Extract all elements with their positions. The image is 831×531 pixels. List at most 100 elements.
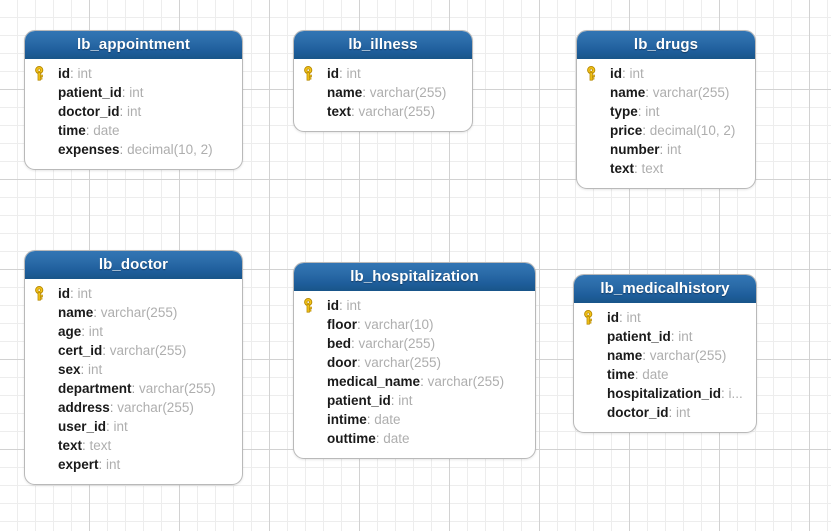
field-separator: : (93, 305, 98, 320)
entity-title-lb_drugs[interactable]: lb_drugs (577, 31, 755, 59)
field-name: name (58, 305, 94, 320)
entity-title-lb_illness[interactable]: lb_illness (294, 31, 472, 59)
field-name: time (58, 123, 86, 138)
field-separator: : (109, 400, 114, 415)
field-separator: : (721, 386, 725, 401)
field-row[interactable]: name: varchar(255) (574, 346, 756, 365)
field-separator: : (668, 405, 673, 420)
field-name: bed (327, 336, 352, 351)
field-type: varchar(255) (354, 336, 436, 351)
field-name: outtime (327, 431, 376, 446)
primary-key-icon (581, 310, 596, 325)
entity-title-lb_medicalhistory[interactable]: lb_medicalhistory (574, 275, 756, 303)
field-type: date (89, 123, 120, 138)
field-row[interactable]: sex: int (25, 360, 242, 379)
field-separator: : (366, 412, 371, 427)
field-type: int (125, 85, 144, 100)
field-name: text (58, 438, 83, 453)
field-type: int (342, 66, 361, 81)
field-row[interactable]: id: int (294, 64, 472, 83)
field-separator: : (390, 393, 395, 408)
field-type: varchar(255) (97, 305, 178, 320)
field-row[interactable]: name: varchar(255) (25, 303, 242, 322)
field-row[interactable]: outtime: date (294, 429, 535, 448)
field-name: intime (327, 412, 367, 427)
field-row[interactable]: patient_id: int (294, 391, 535, 410)
field-row[interactable]: patient_id: int (574, 327, 756, 346)
primary-key-icon (301, 298, 316, 313)
field-name: id (58, 286, 70, 301)
entity-title-lb_hospitalization[interactable]: lb_hospitalization (294, 263, 535, 291)
field-row[interactable]: door: varchar(255) (294, 353, 535, 372)
field-name: id (607, 310, 619, 325)
field-row[interactable]: name: varchar(255) (294, 83, 472, 102)
field-row[interactable]: bed: varchar(255) (294, 334, 535, 353)
field-separator: : (339, 298, 343, 313)
field-row[interactable]: floor: varchar(10) (294, 315, 535, 334)
field-name: address (58, 400, 110, 415)
field-row[interactable]: expert: int (25, 455, 242, 474)
field-row[interactable]: id: int (577, 64, 755, 83)
field-separator: : (119, 142, 124, 157)
field-row[interactable]: type: int (577, 102, 755, 121)
field-row[interactable]: doctor_id: int (574, 403, 756, 422)
field-type: int (73, 286, 92, 301)
field-row[interactable]: text: varchar(255) (294, 102, 472, 121)
field-row[interactable]: expenses: decimal(10, 2) (25, 140, 242, 159)
field-row[interactable]: number: int (577, 140, 755, 159)
field-row[interactable]: age: int (25, 322, 242, 341)
field-row[interactable]: name: varchar(255) (577, 83, 755, 102)
field-row[interactable]: time: date (574, 365, 756, 384)
field-row[interactable]: doctor_id: int (25, 102, 242, 121)
field-separator: : (351, 104, 355, 119)
field-separator: : (121, 85, 126, 100)
field-row[interactable]: text: text (25, 436, 242, 455)
field-type: int (109, 419, 128, 434)
field-type: text (85, 438, 112, 453)
field-row[interactable]: text: text (577, 159, 755, 178)
field-separator: : (642, 123, 647, 138)
field-name: patient_id (58, 85, 122, 100)
field-separator: : (642, 348, 647, 363)
field-name: id (327, 66, 339, 81)
field-type: decimal(10, 2) (123, 142, 213, 157)
field-row[interactable]: id: int (294, 296, 535, 315)
field-type: int (672, 405, 691, 420)
field-row[interactable]: address: varchar(255) (25, 398, 242, 417)
field-row[interactable]: price: decimal(10, 2) (577, 121, 755, 140)
field-separator: : (634, 367, 639, 382)
field-row[interactable]: time: date (25, 121, 242, 140)
field-separator: : (357, 317, 361, 332)
field-type: int (394, 393, 413, 408)
field-row[interactable]: cert_id: varchar(255) (25, 341, 242, 360)
field-row[interactable]: id: int (574, 308, 756, 327)
field-row[interactable]: hospitalization_id: i... (574, 384, 756, 403)
field-row[interactable]: user_id: int (25, 417, 242, 436)
field-type: varchar(255) (646, 348, 727, 363)
field-type: varchar(255) (366, 85, 447, 100)
field-separator: : (81, 324, 86, 339)
field-row[interactable]: patient_id: int (25, 83, 242, 102)
field-separator: : (102, 343, 107, 358)
field-name: doctor_id (58, 104, 120, 119)
entity-title-lb_appointment[interactable]: lb_appointment (25, 31, 242, 59)
field-type: decimal(10, 2) (646, 123, 736, 138)
entity-title-lb_doctor[interactable]: lb_doctor (25, 251, 242, 279)
field-row[interactable]: id: int (25, 284, 242, 303)
field-row[interactable]: medical_name: varchar(255) (294, 372, 535, 391)
field-row[interactable]: intime: date (294, 410, 535, 429)
field-row[interactable]: department: varchar(255) (25, 379, 242, 398)
field-name: number (610, 142, 660, 157)
field-separator: : (634, 161, 638, 176)
field-row[interactable]: id: int (25, 64, 242, 83)
